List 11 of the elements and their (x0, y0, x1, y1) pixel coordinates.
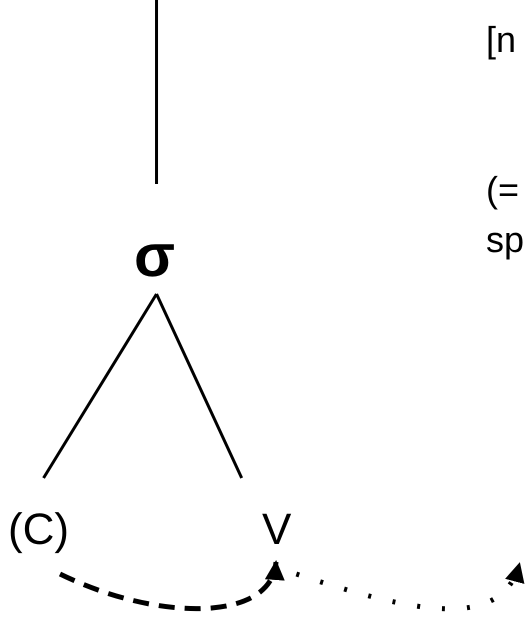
text-fragment: [n (486, 22, 516, 58)
text-fragment: sp (486, 222, 524, 258)
tree-node-label: V (262, 508, 292, 552)
tree-line (155, 0, 158, 184)
tree-node-label: (C) (8, 508, 70, 552)
arrow (58, 560, 282, 611)
arrow (296, 562, 522, 612)
tree-line (155, 293, 244, 479)
text-fragment: (= (486, 172, 520, 208)
tree-line (42, 293, 158, 479)
tree-node-label: σ (134, 226, 176, 286)
